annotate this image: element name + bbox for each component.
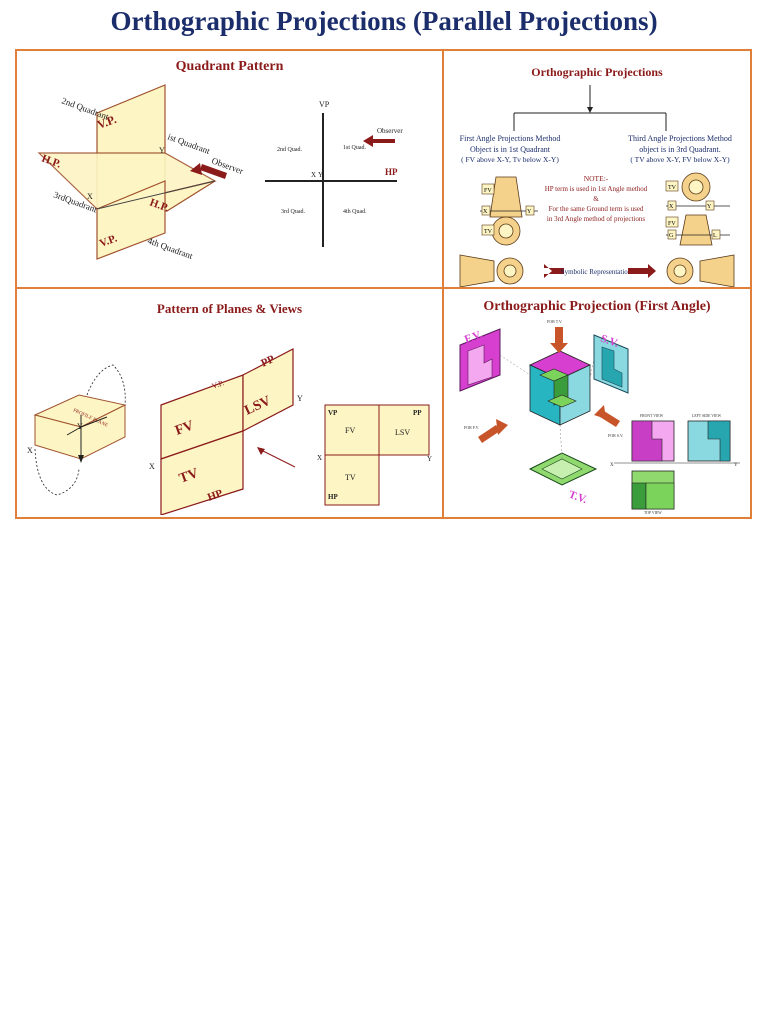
fv-tag: FV bbox=[484, 188, 492, 194]
vp-label-2: V.P. bbox=[98, 232, 119, 249]
fv-plane-label: FV bbox=[173, 418, 196, 438]
x-tag: X bbox=[483, 209, 488, 215]
q1-label: ist Quadrant bbox=[166, 131, 211, 156]
y-tag-3rd: Y bbox=[707, 204, 712, 210]
panel-title: Orthographic Projections bbox=[531, 65, 663, 79]
fv-tag-3rd: FV bbox=[668, 221, 676, 227]
q2-label: 2nd Quadrant bbox=[60, 95, 110, 121]
view-arrow bbox=[258, 448, 296, 468]
first-angle-panel: Orthographic Projection (First Angle) F.… bbox=[444, 289, 750, 517]
for-tv-label: FOR T.V. bbox=[547, 319, 562, 324]
box-fv bbox=[324, 404, 380, 456]
iso-x-label: X bbox=[27, 446, 33, 455]
orthographic-projections-panel: Orthographic Projections First Angle Pro… bbox=[444, 51, 750, 289]
quad-4-label: 4th Quad. bbox=[343, 209, 367, 215]
planes-views-panel: Pattern of Planes & Views PROFILE PLANE … bbox=[17, 289, 444, 517]
pp-plane-label: PP bbox=[259, 353, 277, 370]
note-heading: NOTE:- bbox=[584, 174, 609, 183]
front-view-label: FRONT VIEW bbox=[640, 414, 664, 418]
lsv-plane bbox=[242, 348, 294, 432]
ortho-tree-diagram: First Angle Projections Method Object is… bbox=[459, 85, 735, 287]
note-line5: in 3rd Angle method of projections bbox=[547, 215, 645, 223]
first-angle-fv-shape bbox=[489, 176, 523, 218]
arrow-for-tv bbox=[555, 327, 563, 343]
diagram-grid: Quadrant Pattern V.P. H.P. H.P. V.P. 2nd… bbox=[15, 49, 752, 519]
fa-x-label: X bbox=[610, 463, 614, 468]
first-angle-line3: ( FV above X-Y, Tv below X-Y) bbox=[461, 155, 559, 164]
symbol-arrow-right bbox=[628, 264, 656, 278]
box-lsv bbox=[378, 404, 430, 456]
left-side-view-label: LEFT SIDE VIEW bbox=[692, 414, 722, 418]
observer-label: Observer bbox=[377, 127, 403, 135]
box-tv-label: TV bbox=[345, 473, 356, 482]
axis-vp-label: VP bbox=[319, 100, 330, 109]
x-label: X bbox=[87, 192, 93, 201]
q4-label: 4th Quadrant bbox=[146, 235, 194, 261]
l-tag: L bbox=[713, 233, 717, 239]
symbol-truncated-cone-right bbox=[699, 254, 735, 287]
box-tv bbox=[324, 454, 380, 506]
symbolic-representation-label: Symbolic Representation bbox=[561, 268, 632, 276]
note-line3: & bbox=[593, 195, 599, 203]
planes-x-label: X bbox=[149, 462, 155, 471]
tv-plane-label: T.V. bbox=[567, 489, 589, 507]
tv-tag-3rd: TV bbox=[668, 185, 677, 191]
observer-arrow-iso bbox=[200, 164, 227, 179]
third-angle-line1: Third Angle Projections Method bbox=[628, 134, 732, 143]
quad-3-label: 3rd Quad. bbox=[281, 209, 305, 215]
box-y-label: Y bbox=[427, 455, 432, 463]
quad-2-label: 2nd Quad. bbox=[277, 147, 302, 153]
third-angle-line3: ( TV above X-Y, FV below X-Y) bbox=[630, 155, 730, 164]
note-line4: For the same Ground term is used bbox=[549, 205, 644, 213]
planes-views-diagram: PROFILE PLANE X Y FV LSV V.P. PP TV HP X… bbox=[27, 348, 432, 515]
box-hp-label: HP bbox=[328, 493, 338, 501]
first-angle-diagram: F.V. S.V. T.V. FOR T.V. bbox=[459, 319, 740, 515]
panel-title: Orthographic Projection (First Angle) bbox=[483, 299, 711, 314]
box-pp-label: PP bbox=[413, 409, 422, 417]
sv-plane-label: S.V. bbox=[599, 333, 620, 351]
quadrant-pattern-panel: Quadrant Pattern V.P. H.P. H.P. V.P. 2nd… bbox=[17, 51, 444, 289]
note-line2: HP term is used in 1st Angle method bbox=[545, 185, 648, 193]
y-label: Y bbox=[159, 146, 165, 155]
tv-plane bbox=[160, 430, 244, 515]
g-tag: G bbox=[669, 233, 674, 239]
iso-y-label: Y bbox=[77, 422, 83, 431]
planes-y-label: Y bbox=[297, 394, 303, 403]
for-sv-label: FOR S.V. bbox=[608, 433, 623, 438]
observer-arrow bbox=[371, 139, 395, 143]
vp-plane-label: V.P. bbox=[211, 378, 226, 391]
for-fv-label: FOR F.V. bbox=[464, 425, 479, 430]
x-tag-3rd: X bbox=[669, 204, 674, 210]
box-x-label: X bbox=[317, 454, 322, 462]
box-fv-label: FV bbox=[345, 426, 355, 435]
box-vp-label: VP bbox=[328, 409, 338, 417]
y-tag: Y bbox=[527, 209, 532, 215]
fa-y-label: Y bbox=[734, 463, 738, 468]
tv-tag: TV bbox=[484, 229, 493, 235]
box-lsv-label: LSV bbox=[395, 428, 410, 437]
page-title: Orthographic Projections (Parallel Proje… bbox=[110, 6, 658, 36]
hp-plane-label: HP bbox=[206, 487, 225, 504]
vp-lower-plane bbox=[96, 180, 166, 260]
arrow-for-fv bbox=[478, 425, 500, 443]
quad-1-label: 1st Quad. bbox=[343, 145, 366, 151]
tv-plane-label: TV bbox=[177, 466, 200, 487]
axis-y-label: Y bbox=[318, 171, 323, 179]
first-angle-line2: Object is in 1st Quadrant bbox=[470, 145, 551, 154]
symbol-truncated-cone-left bbox=[459, 254, 495, 287]
symbol-arrow-left bbox=[544, 264, 564, 278]
third-angle-fv-shape bbox=[679, 214, 713, 246]
third-angle-line2: object is in 3rd Quadrant. bbox=[639, 145, 721, 154]
quadrant-diagram: V.P. H.P. H.P. V.P. 2nd Quadrant ist Qua… bbox=[37, 84, 403, 261]
axis-hp-label: HP bbox=[385, 167, 398, 177]
panel-title: Quadrant Pattern bbox=[175, 59, 284, 74]
axis-x-label: X bbox=[311, 171, 316, 179]
first-angle-line1: First Angle Projections Method bbox=[460, 134, 561, 143]
top-view-label: TOP VIEW bbox=[644, 511, 662, 515]
fv-plane-label: F.V. bbox=[463, 328, 484, 345]
panel-title: Pattern of Planes & Views bbox=[156, 301, 303, 316]
vp-label: V.P. bbox=[95, 112, 118, 132]
